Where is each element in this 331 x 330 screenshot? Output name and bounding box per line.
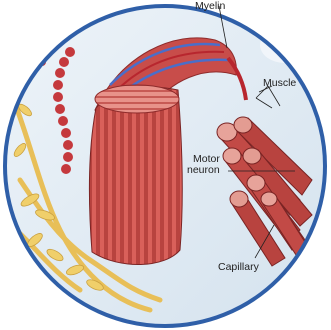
label-muscle: Muscle	[263, 77, 296, 89]
label-capillary: Capillary	[218, 261, 260, 273]
fascicle-top-face	[95, 85, 179, 113]
label-neuron: neuron	[187, 164, 220, 176]
label-myelin: Myelin	[195, 0, 226, 12]
muscle-fascicle	[89, 87, 182, 264]
